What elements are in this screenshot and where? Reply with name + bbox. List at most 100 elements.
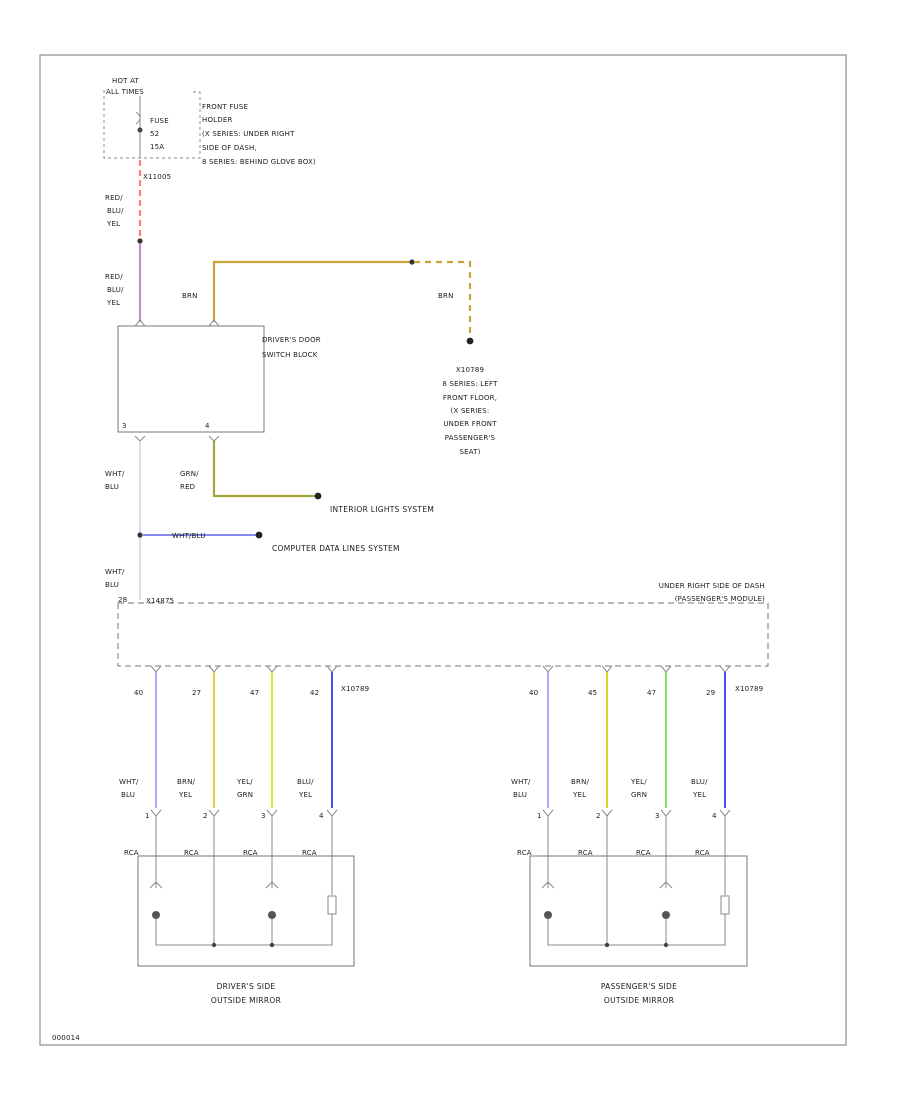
pass-mirror-pins [542, 809, 731, 817]
wire-label-blu-2: BLU/ [107, 286, 124, 294]
pass-pin-top-2: 45 [588, 689, 597, 697]
ground-line-2: FRONT FLOOR, [443, 394, 497, 402]
pass-heater-element [720, 895, 730, 915]
wire-label-red-2: RED/ [105, 273, 123, 281]
driver-rca-4: RCA [302, 849, 317, 857]
fuse-label: FUSE [150, 117, 169, 125]
wire-label-blu-4: BLU [105, 581, 119, 589]
fuse-desc-3: (X SERIES: UNDER RIGHT [202, 130, 295, 138]
driver-module-pins [150, 665, 338, 673]
pass-wl-2b: YEL [572, 791, 586, 799]
driver-mirror-label-2: OUTSIDE MIRROR [211, 996, 281, 1005]
ground-line-1: 8 SERIES: LEFT [442, 380, 498, 388]
driver-wl-2a: BRN/ [177, 778, 196, 786]
fuse-desc-4: SIDE OF DASH, [202, 144, 257, 152]
driver-mirror-pins [150, 809, 338, 817]
driver-motor-2 [268, 911, 276, 919]
wire-label-yel-2: YEL [106, 299, 120, 307]
passenger-module-box [117, 602, 769, 667]
pass-rca-2: RCA [578, 849, 593, 857]
switch-pin-right: 4 [205, 422, 210, 430]
driver-junction-1 [211, 942, 217, 948]
pass-wl-3a: YEL/ [630, 778, 647, 786]
pass-mirror-common [547, 914, 726, 946]
fuse-symbol-dot [137, 127, 143, 133]
pass-pin-bot-4: 4 [712, 812, 717, 820]
pass-pin-bot-1: 1 [537, 812, 542, 820]
fuse-holder-outline [103, 90, 201, 159]
module-desc-2: (PASSENGER'S MODULE) [675, 595, 765, 603]
ground-id: X10789 [456, 366, 484, 374]
driver-pin-bot-4: 4 [319, 812, 324, 820]
wire-label-wht-1: WHT/ [105, 470, 125, 478]
pass-pin-bot-3: 3 [655, 812, 660, 820]
driver-wl-1a: WHT/ [119, 778, 139, 786]
driver-door-switch-block [117, 325, 265, 433]
switch-block-label-1: DRIVER'S DOOR [262, 336, 321, 344]
fuse-desc-2: HOLDER [202, 116, 233, 124]
driver-pin-bot-2: 2 [203, 812, 208, 820]
driver-mirror-box [137, 855, 355, 967]
ground-line-6: SEAT) [459, 448, 480, 456]
pass-mirror-label-2: OUTSIDE MIRROR [604, 996, 674, 1005]
switch-pin-left: 3 [122, 422, 127, 430]
wire-label-brn-2: BRN [438, 292, 454, 300]
module-desc-1: UNDER RIGHT SIDE OF DASH [659, 582, 765, 590]
pass-junction-1 [604, 942, 610, 948]
footer-code: 000014 [52, 1034, 80, 1042]
fuse-connector-id: X11005 [143, 173, 171, 181]
driver-mirror-label-1: DRIVER'S SIDE [217, 982, 276, 991]
pass-wl-4b: YEL [692, 791, 706, 799]
wire-label-wht-2: WHT/ [105, 568, 125, 576]
pass-pin-top-3: 47 [647, 689, 656, 697]
driver-pin-top-4: 42 [310, 689, 319, 697]
switch-block-label-2: SWITCH BLOCK [262, 351, 318, 359]
driver-pin-bot-1: 1 [145, 812, 150, 820]
driver-wl-2b: YEL [178, 791, 192, 799]
passenger-mirror-group: 40 45 47 29 X10789 WHT/ BLU BRN/ YEL YEL… [511, 665, 763, 1005]
driver-wl-4b: YEL [298, 791, 312, 799]
computer-data-arrow [255, 531, 263, 539]
module-pin: 28 [118, 596, 127, 604]
passenger-module-pins [542, 665, 731, 673]
driver-motor-1 [152, 911, 160, 919]
driver-wl-3b: GRN [237, 791, 253, 799]
pass-pin-top-1: 40 [529, 689, 538, 697]
driver-motor-arrows [149, 881, 279, 889]
pass-rca-4: RCA [695, 849, 710, 857]
switch-block-pins-bottom [134, 435, 220, 442]
splice-dot-top [137, 238, 143, 244]
ground-line-4: UNDER FRONT [443, 420, 497, 428]
driver-rca-2: RCA [184, 849, 199, 857]
fuse-rating: 15A [150, 143, 164, 151]
wire-label-red-1: RED/ [105, 194, 123, 202]
driver-pin-bot-3: 3 [261, 812, 266, 820]
passenger-mirror-box [529, 855, 748, 967]
splice-dot-data [137, 532, 143, 538]
pass-wl-2a: BRN/ [571, 778, 590, 786]
computer-data-lines-system: COMPUTER DATA LINES SYSTEM [272, 544, 400, 553]
pass-wl-3b: GRN [631, 791, 647, 799]
hot-at-label: HOT AT [112, 77, 140, 85]
ground-point [466, 337, 474, 345]
driver-pin-top-3: 47 [250, 689, 259, 697]
switch-block-pins-top [134, 319, 220, 327]
fuse-number: 52 [150, 130, 159, 138]
pass-wl-1b: BLU [513, 791, 527, 799]
wire-label-blu-3: BLU [105, 483, 119, 491]
driver-rca-3: RCA [243, 849, 258, 857]
pass-pin-bot-2: 2 [596, 812, 601, 820]
wire-label-grn: GRN/ [180, 470, 199, 478]
wire-label-blu-1: BLU/ [107, 207, 124, 215]
fuse-desc-1: FRONT FUSE [202, 103, 248, 111]
pass-motor-arrows [541, 881, 673, 889]
driver-mirror-common [155, 914, 333, 946]
pass-junction-2 [663, 942, 669, 948]
driver-heater-element [327, 895, 337, 915]
fuse-symbol [135, 111, 141, 125]
grn-red-wire [212, 441, 316, 498]
pass-wl-1a: WHT/ [511, 778, 531, 786]
pass-pin-top-4: 29 [706, 689, 715, 697]
pass-motor-2 [662, 911, 670, 919]
